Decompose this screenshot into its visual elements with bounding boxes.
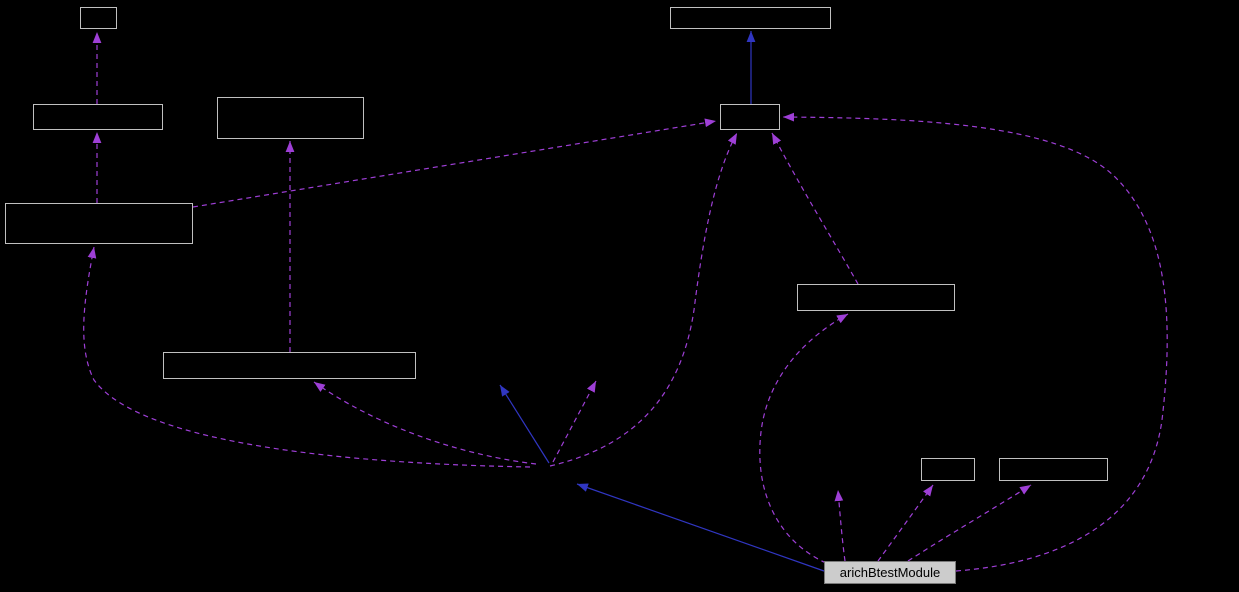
edge-module-to-hub xyxy=(576,483,825,572)
node-top-center-wide[interactable] xyxy=(670,7,831,29)
node-lower-right-wide[interactable] xyxy=(999,458,1108,481)
node-upper-mid-left-tall[interactable] xyxy=(217,97,364,139)
node-left-tall[interactable] xyxy=(5,203,193,244)
node-center-small[interactable] xyxy=(720,104,780,130)
edge-left-tall-to-center-small xyxy=(192,118,717,208)
edge-right-mid-to-center-small xyxy=(771,132,859,285)
node-upper-left[interactable] xyxy=(33,104,163,130)
edge-module-to-right-mid xyxy=(759,313,849,564)
edge-hub-to-mid-wide xyxy=(313,381,537,465)
edge-hub-up-right xyxy=(552,380,597,463)
node-arichBtestModule[interactable]: arichBtestModule xyxy=(824,561,956,584)
edge-right-loop-to-center-small xyxy=(782,112,1168,572)
edge-hub-to-center-small xyxy=(549,132,738,467)
node-mid-left-wide[interactable] xyxy=(163,352,416,379)
edge-hub-to-left-tall xyxy=(83,246,531,468)
edge-hub-up-left xyxy=(499,384,550,464)
node-lower-right-small[interactable] xyxy=(921,458,975,481)
edge-module-to-lr-small xyxy=(877,484,934,562)
edge-module-to-lr-wide xyxy=(907,484,1032,562)
edge-module-up-short xyxy=(834,489,846,562)
node-right-mid-wide[interactable] xyxy=(797,284,955,311)
node-top-left-small[interactable] xyxy=(80,7,117,29)
